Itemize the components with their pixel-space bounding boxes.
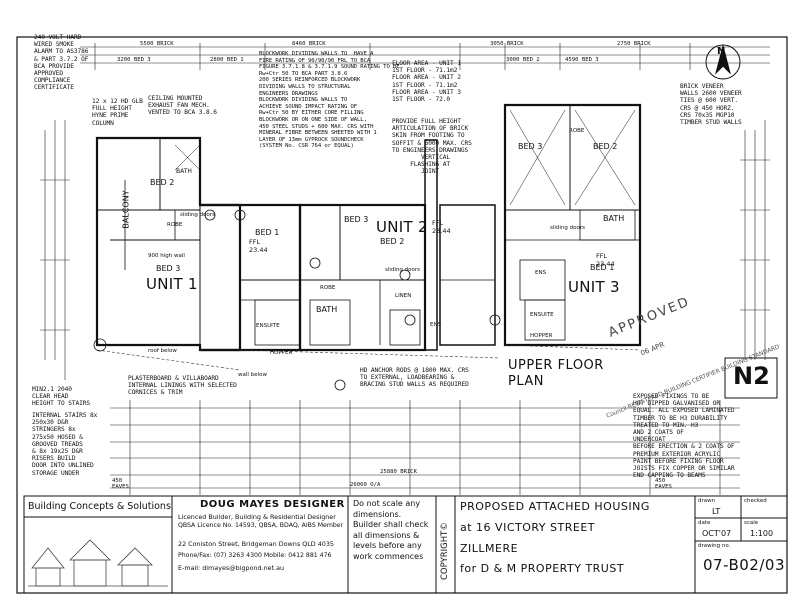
north-label: N — [717, 46, 726, 57]
drawing-label: drawing no. — [698, 543, 731, 549]
firm-logo-houses — [28, 539, 168, 587]
unit-1-walls — [95, 136, 242, 352]
project-line-1: PROPOSED ATTACHED HOUSING — [460, 500, 650, 513]
dim-overall: 26060 O/A — [350, 482, 381, 488]
designer-phone: Phone/Fax: (07) 3263 4300 Mobile: 0412 8… — [178, 552, 332, 559]
unit2-bed2-label: BED 2 — [380, 237, 405, 246]
dim-overall-brick: 25880 BRICK — [380, 469, 418, 475]
unit3-bed3-label: BED 3 — [518, 142, 543, 151]
unit2-ens-label: ENS — [430, 322, 442, 328]
designer-address: 22 Coniston Street, Bridgeman Downs QLD … — [178, 540, 334, 548]
blockwork-note: BLOCKWORK DIVIDING WALLS TO HAVE A FIRE … — [259, 51, 400, 150]
dim-top-3: 3050 BRICK — [490, 41, 524, 47]
unit2-linen-label: LINEN — [395, 293, 412, 299]
right-dimension-lines — [740, 120, 770, 360]
designer-name: DOUG MAYES DESIGNER — [200, 499, 345, 510]
unit3-sliding-label: sliding doors — [550, 225, 586, 231]
unit1-halfwall-label: 900 high wall — [148, 253, 185, 259]
dim-eaves-left: 450 EAVES — [112, 478, 129, 490]
scale-label: scale — [744, 520, 759, 526]
brick-veneer-note: BRICK VENEER WALLS 2600 VENEER TIES @ 60… — [680, 83, 742, 127]
unit1-ffl-label: FFL 23.44 — [249, 238, 268, 254]
north-arrow — [705, 44, 741, 80]
unit1-roof-below-label: roof below — [148, 348, 177, 354]
unit2-label: UNIT 2 — [376, 218, 428, 236]
title-block-frame — [23, 495, 788, 594]
unit3-hopper-label: HOPPER — [530, 333, 553, 339]
left-dimension-lines — [40, 120, 70, 380]
designer-email: E-mail: dimayes@bigpond.net.au — [178, 564, 285, 572]
date-label: date — [698, 520, 711, 526]
wind-zone-label: N2 — [733, 362, 770, 390]
column-markers — [93, 209, 501, 391]
unit2-sliding-label: sliding doors — [385, 267, 421, 273]
bottom-dimension-lines — [110, 400, 740, 495]
firm-name: Building Concepts & Solutions — [28, 501, 171, 512]
unit1-robe-label: ROBE — [167, 222, 183, 228]
unit3-ffl-label: FFL 23.44 — [596, 252, 615, 268]
drawn-value: LT — [712, 507, 721, 516]
top-dimension-lines — [80, 43, 770, 70]
unit3-ens-label: ENS — [535, 270, 547, 276]
copyright-label: COPYRIGHT© — [440, 522, 450, 580]
ceiling-fan-note: CEILING MOUNTED EXHAUST FAN MECH. VENTED… — [148, 95, 217, 117]
disclaimer: Do not scale any dimensions. Builder sha… — [353, 499, 429, 561]
wall-below-label: wall below — [238, 372, 267, 378]
floor-area-note: FLOOR AREA - UNIT 1 1ST FLOOR - 71.1m2 F… — [392, 60, 461, 104]
unit1-bath-label: BATH — [176, 168, 192, 175]
drawn-label: drawn — [698, 498, 716, 504]
unit1-label: UNIT 1 — [146, 275, 198, 293]
unit3-bed2-label: BED 2 — [593, 142, 618, 151]
smoke-alarm-note: 240 VOLT HARD WIRED SMOKE ALARM TO AS378… — [34, 34, 89, 92]
unit2-bed3-label: BED 3 — [344, 215, 369, 224]
unit3-bath-label: BATH — [603, 214, 625, 223]
checked-label: checked — [744, 498, 767, 504]
dim-top-4: 2750 BRICK — [617, 41, 651, 47]
roof-below-lines — [96, 344, 641, 371]
unit3-ensuite-label: ENSUITE — [530, 312, 554, 318]
plasterboard-note: PLASTERBOARD & VILLABOARD INTERNAL LININ… — [128, 375, 237, 397]
unit3-bed1-label: BED 1 — [590, 263, 615, 272]
dim-top2-1: 3200 BED 3 — [117, 57, 151, 63]
project-line-4: for D & M PROPERTY TRUST — [460, 562, 625, 575]
column-note: 12 x 12 HD GLB FULL HEIGHT HYNE PRIME CO… — [92, 98, 143, 127]
unit2-bath-label: BATH — [316, 305, 338, 314]
stairs-note: INTERNAL STAIRS 8x 250x30 D&R STRINGERS … — [32, 412, 98, 477]
unit3-robe-label: ROBE — [569, 128, 585, 134]
wind-zone-box — [724, 357, 778, 399]
dim-top-2: 8460 BRICK — [292, 41, 326, 47]
unit1-balcony-label: BALCONY — [121, 190, 131, 229]
unit1-hopper-label: HOPPER — [270, 350, 293, 356]
unit1-bed1-label: BED 1 — [255, 228, 280, 237]
unit1-sliding-label: sliding doors — [180, 212, 216, 218]
project-line-3: ZILLMERE — [460, 542, 519, 555]
clear-head-note: MIN2.1 2040 CLEAR HEAD HEIGHT TO STAIRS — [32, 386, 91, 408]
unit3-label: UNIT 3 — [568, 278, 620, 296]
plan-title-line1: UPPER FLOOR — [508, 358, 604, 373]
flashing-note: PROVIDE FULL HEIGHT ARTICULATION OF BRIC… — [392, 118, 472, 176]
dim-top-1: 5500 BRICK — [140, 41, 174, 47]
unit2-robe-label: ROBE — [320, 285, 336, 291]
dim-eaves-right: 450 EAVES — [655, 478, 672, 490]
painting-note: EXPOSED FIXINGS TO BE HOT DIPPED GALVANI… — [633, 393, 735, 480]
project-line-2: at 16 VICTORY STREET — [460, 521, 595, 534]
unit2-ffl-label: FFL 23.44 — [432, 219, 451, 235]
unit-3-walls — [503, 103, 642, 347]
party-wall — [424, 139, 496, 351]
plan-title-line2: PLAN — [508, 374, 544, 389]
date-value: OCT'07 — [702, 529, 732, 538]
dim-top2-4: 4590 BED 3 — [565, 57, 599, 63]
designer-credentials-2: QBSA Licence No. 14593, QBSA, BDAQ, AIBS… — [178, 522, 344, 529]
anchor-rods-note: HD ANCHOR RODS @ 1800 MAX. CRS TO EXTERN… — [360, 367, 469, 389]
designer-credentials-1: Licenced Builder, Building & Residential… — [178, 513, 336, 521]
dim-top2-2: 2800 BED 1 — [210, 57, 244, 63]
unit1-bed2-label: BED 2 — [150, 178, 175, 187]
dim-top2-3: 3000 BED 2 — [506, 57, 540, 63]
drawing-number: 07-B02/03 — [703, 556, 785, 574]
unit1-ensuite-label: ENSUITE — [256, 323, 280, 329]
scale-value: 1:100 — [750, 529, 774, 538]
unit-1-section-b — [200, 203, 302, 352]
unit1-bed3-label: BED 3 — [156, 264, 181, 273]
